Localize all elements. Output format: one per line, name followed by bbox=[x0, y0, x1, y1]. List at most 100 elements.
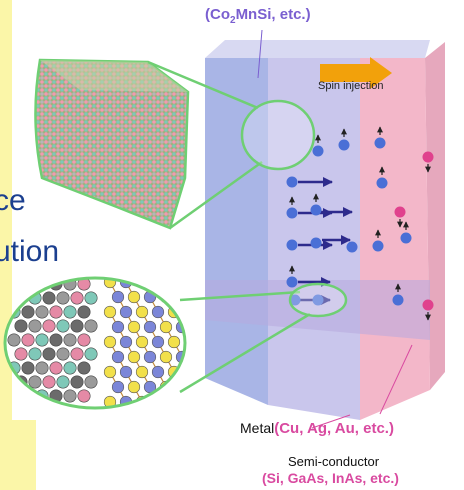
electron bbox=[338, 139, 350, 151]
electron-pink bbox=[422, 151, 434, 163]
lattice-atom bbox=[56, 291, 70, 305]
lattice-atom bbox=[119, 335, 133, 349]
lattice-atom bbox=[49, 361, 63, 375]
spin-arrows bbox=[289, 126, 431, 321]
zoom-region-bottom bbox=[288, 282, 348, 318]
lattice-atom bbox=[127, 380, 141, 394]
semiconductor-label: Semi-conductor bbox=[288, 454, 380, 469]
lattice-atom bbox=[167, 395, 181, 408]
lattice-atom bbox=[183, 305, 185, 319]
lattice-atom bbox=[183, 365, 185, 379]
lattice-atom bbox=[77, 389, 91, 403]
lattice-atom bbox=[14, 347, 28, 361]
lattice-atom bbox=[63, 333, 77, 347]
lattice-atom bbox=[151, 278, 165, 289]
lattice-atom bbox=[151, 395, 165, 408]
lattice-atom bbox=[127, 320, 141, 334]
left-strip bbox=[0, 0, 12, 490]
lattice-atom bbox=[56, 375, 70, 389]
lattice-atom bbox=[84, 375, 98, 389]
lattice-atom bbox=[28, 375, 42, 389]
crystal-block-top bbox=[40, 60, 188, 92]
lattice-atom bbox=[28, 347, 42, 361]
lattice-atom bbox=[70, 347, 84, 361]
lattice-bond bbox=[190, 402, 198, 417]
lattice-atom bbox=[70, 319, 84, 333]
lattice-atom bbox=[119, 365, 133, 379]
crystal-block bbox=[34, 58, 190, 230]
lattice-bond bbox=[198, 357, 206, 372]
lattice-atom bbox=[70, 375, 84, 389]
lattice-atom bbox=[77, 305, 91, 319]
lattice-atom bbox=[111, 350, 125, 364]
electron-pink bbox=[394, 206, 406, 218]
lattice-atom bbox=[143, 320, 157, 334]
lattice-atom bbox=[70, 291, 84, 305]
lattice-atom bbox=[63, 361, 77, 375]
lattice-atom bbox=[56, 319, 70, 333]
lattice-bond bbox=[173, 401, 183, 408]
lattice-atom bbox=[84, 319, 98, 333]
lattice-bond bbox=[157, 281, 167, 298]
lattice-atom bbox=[42, 375, 56, 389]
electron-pink bbox=[422, 299, 434, 311]
lattice-atom bbox=[151, 365, 165, 379]
top-face bbox=[205, 40, 430, 58]
spin-injection-arrow bbox=[320, 57, 392, 89]
lattice-atom bbox=[103, 365, 117, 379]
lattice-atom bbox=[35, 305, 49, 319]
lattice-atom bbox=[103, 305, 117, 319]
crystal-magnifier-top bbox=[34, 58, 316, 230]
lattice-atom bbox=[159, 320, 173, 334]
lattice-atom bbox=[21, 389, 35, 403]
lattice-atom bbox=[192, 351, 204, 363]
lattice-atom bbox=[103, 335, 117, 349]
left-strip-bottom bbox=[0, 420, 36, 490]
lattice-atom bbox=[63, 389, 77, 403]
lattice-atom bbox=[28, 319, 42, 333]
lattice-atom bbox=[192, 321, 204, 333]
electron bbox=[312, 145, 324, 157]
interface-magnifier-bottom bbox=[3, 276, 348, 417]
zoom-region-top bbox=[240, 99, 316, 171]
lattice-bond bbox=[173, 281, 183, 298]
lattice-atom bbox=[167, 335, 181, 349]
lattice-bond bbox=[198, 387, 206, 402]
lattice-atom bbox=[7, 333, 21, 347]
half-metal-label: (Co2MnSi, etc.) bbox=[205, 6, 311, 26]
lattice-bond bbox=[141, 401, 151, 408]
electron bbox=[372, 240, 384, 252]
electron bbox=[286, 176, 298, 188]
lattice-bond bbox=[157, 401, 167, 408]
cropped-text-line-1: ce bbox=[0, 184, 26, 217]
metal-pointer bbox=[311, 414, 351, 429]
lattice-bond bbox=[190, 282, 198, 297]
electron bbox=[392, 294, 404, 306]
lattice-atom bbox=[35, 361, 49, 375]
lattice-bond bbox=[190, 342, 198, 357]
electron bbox=[376, 177, 388, 189]
lattice-atom bbox=[14, 319, 28, 333]
electron bbox=[310, 204, 322, 216]
lattice-atom bbox=[49, 305, 63, 319]
lattice-atom bbox=[135, 305, 149, 319]
cropped-text-line-2: ution bbox=[0, 235, 60, 268]
metal-examples: (Cu, Ag, Au, etc.) bbox=[274, 420, 394, 437]
metal-label-text: Metal bbox=[240, 420, 275, 436]
electron bbox=[286, 276, 298, 288]
device-slabs bbox=[205, 40, 445, 420]
lattice-atom bbox=[135, 365, 149, 379]
lattice-atom bbox=[84, 347, 98, 361]
lattice-atom bbox=[77, 333, 91, 347]
lattice-atom bbox=[143, 350, 157, 364]
electron-spheres bbox=[286, 137, 434, 311]
lattice-atom bbox=[63, 305, 77, 319]
lattice-atom bbox=[84, 291, 98, 305]
lattice-atom bbox=[77, 278, 91, 291]
lattice-atom bbox=[42, 319, 56, 333]
lattice-atom bbox=[111, 380, 125, 394]
electron bbox=[286, 239, 298, 251]
lattice-atom bbox=[21, 333, 35, 347]
